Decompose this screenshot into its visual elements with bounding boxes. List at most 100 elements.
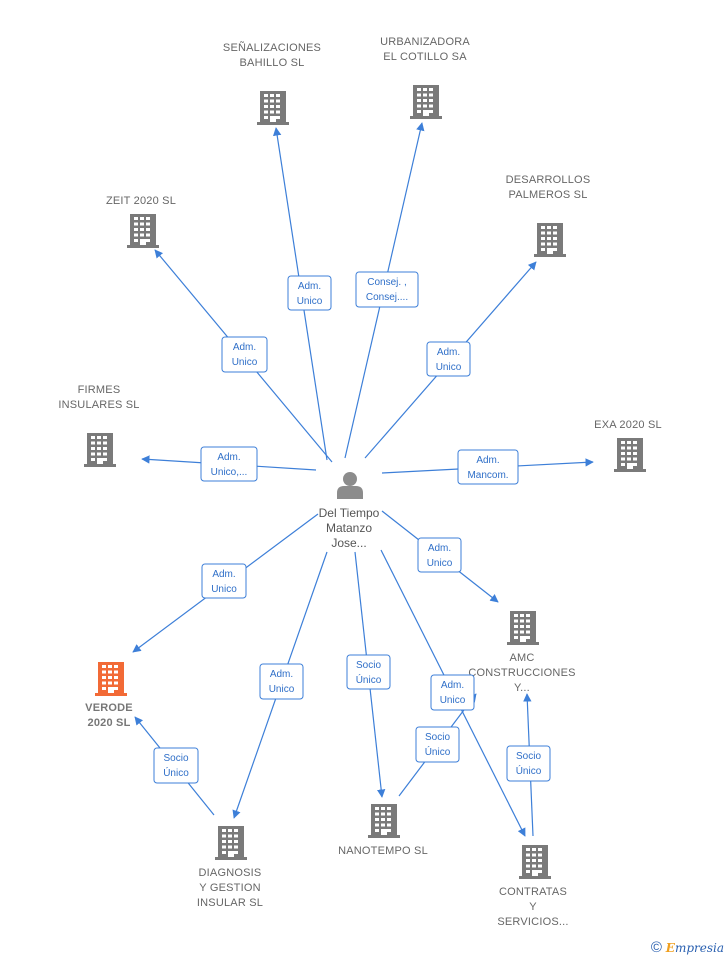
company-name-urbanizadora-line: URBANIZADORA <box>380 36 470 48</box>
role-badge-text: Unico <box>297 296 323 307</box>
company-node-nanotempo[interactable]: NANOTEMPO SL <box>338 804 428 857</box>
company-name-senalizaciones-line: BAHILLO SL <box>240 57 305 69</box>
building-icon <box>127 214 159 248</box>
building-icon <box>95 662 127 696</box>
role-badge-text: Adm. <box>212 569 235 580</box>
role-badge-text: Adm. <box>217 452 240 463</box>
company-name-senalizaciones: SEÑALIZACIONES BAHILLO SL <box>223 41 321 69</box>
role-badge-text: Adm. <box>441 680 464 691</box>
copyright-icon: © <box>650 939 662 956</box>
role-badge-senalizaciones[interactable]: Adm. Unico <box>287 275 332 311</box>
person-icon <box>337 472 363 499</box>
role-badge-urbanizadora[interactable]: Consej. ,Consej.... <box>355 271 419 308</box>
building-icon <box>507 611 539 645</box>
role-badge-text: Único <box>425 745 451 758</box>
building-icon <box>519 845 551 879</box>
company-node-zeit[interactable]: ZEIT 2020 SL <box>106 195 176 248</box>
company-name-firmes-line: FIRMES <box>78 384 121 396</box>
company-name-exa-line: EXA 2020 SL <box>594 419 662 431</box>
role-badge-text: Adm. <box>476 455 499 466</box>
person-name-line: Del Tiempo <box>319 506 380 520</box>
company-name-nanotempo: NANOTEMPO SL <box>338 845 428 857</box>
person-name-line: Matanzo <box>326 521 372 535</box>
role-badge-text: Socio <box>356 660 381 671</box>
role-badge-desarrollos[interactable]: Adm. Unico <box>426 341 471 377</box>
company-name-amc: AMC CONSTRUCCIONES Y... <box>468 652 575 694</box>
company-name-firmes-line: INSULARES SL <box>58 399 139 411</box>
company-node-firmes[interactable]: FIRMES INSULARES SL <box>58 384 139 467</box>
company-node-diagnosis[interactable]: DIAGNOSIS Y GESTION INSULAR SL <box>197 826 263 909</box>
role-badge-exa[interactable]: Adm. Mancom. <box>457 449 519 485</box>
role-badge-text: Unico <box>211 584 237 595</box>
company-node-senalizaciones[interactable]: SEÑALIZACIONES BAHILLO SL <box>223 41 321 125</box>
building-icon <box>534 223 566 257</box>
role-badge-amc[interactable]: Adm. Unico <box>417 537 462 573</box>
role-badge-text: Único <box>356 673 382 686</box>
company-name-contratas-line: SERVICIOS... <box>497 916 568 928</box>
role-badge-verode[interactable]: Adm. Unico <box>201 563 247 599</box>
company-name-zeit-line: ZEIT 2020 SL <box>106 195 176 207</box>
company-name-amc-line: AMC <box>509 652 534 664</box>
role-badge-zeit[interactable]: Adm. Unico <box>221 336 268 373</box>
company-node-desarrollos[interactable]: DESARROLLOS PALMEROS SL <box>506 174 591 257</box>
company-name-diagnosis-line: INSULAR SL <box>197 897 263 909</box>
company-name-desarrollos-line: PALMEROS SL <box>508 189 587 201</box>
company-name-contratas-line: CONTRATAS <box>499 886 567 898</box>
role-badge-text: Único <box>516 764 542 777</box>
role-badge-text: Consej. , <box>367 277 406 288</box>
company-node-verode[interactable]: VERODE 2020 SL <box>85 662 133 729</box>
company-name-amc-line: Y... <box>514 682 530 694</box>
role-badge-text: Unico <box>436 362 462 373</box>
role-badge-text: Socio <box>516 751 541 762</box>
role-badge-firmes[interactable]: Adm. Unico,... <box>200 446 258 482</box>
company-name-zeit: ZEIT 2020 SL <box>106 195 176 207</box>
brand-rest: mpresia <box>674 941 724 955</box>
company-name-verode-line: VERODE <box>85 702 133 714</box>
role-badge-text: Adm. <box>270 669 293 680</box>
company-name-contratas: CONTRATAS Y SERVICIOS... <box>497 886 568 928</box>
role-badge-text: Único <box>163 766 189 779</box>
role-badge-text: Adm. <box>233 342 256 353</box>
building-icon <box>215 826 247 860</box>
company-node-amc[interactable]: AMC CONSTRUCCIONES Y... <box>468 611 575 694</box>
company-name-amc-line: CONSTRUCCIONES <box>468 667 575 679</box>
company-name-verode-line: 2020 SL <box>88 717 131 729</box>
company-node-exa[interactable]: EXA 2020 SL <box>594 419 662 472</box>
role-badge-text: Unico <box>427 558 453 569</box>
company-name-diagnosis-line: Y GESTION <box>199 882 261 894</box>
company-name-desarrollos-line: DESARROLLOS <box>506 174 591 186</box>
role-badge-text: Unico <box>269 684 295 695</box>
role-badge-text: Mancom. <box>467 470 508 481</box>
brand-initial: E <box>665 941 675 955</box>
company-name-diagnosis-line: DIAGNOSIS <box>199 867 262 879</box>
empresia-watermark[interactable]: © Empresia <box>651 939 724 956</box>
role-badge-contratas[interactable]: Adm. Unico <box>430 674 475 711</box>
company-name-contratas-line: Y <box>529 901 537 913</box>
role-badge-text: Socio <box>163 753 188 764</box>
company-name-desarrollos: DESARROLLOS PALMEROS SL <box>506 174 591 201</box>
role-badge-text: Unico,... <box>211 467 248 478</box>
role-badge-text: Adm. <box>428 543 451 554</box>
person-name: Del TiempoMatanzoJose... <box>319 506 380 550</box>
role-badge-text: Unico <box>232 357 258 368</box>
role-badge-text: Adm. <box>298 281 321 292</box>
role-badge-text: Adm. <box>437 347 460 358</box>
role-badge-diagnosis[interactable]: Adm. Unico <box>259 663 304 700</box>
company-name-verode: VERODE 2020 SL <box>85 702 133 729</box>
company-name-firmes: FIRMES INSULARES SL <box>58 384 139 411</box>
company-name-exa: EXA 2020 SL <box>594 419 662 431</box>
company-name-senalizaciones-line: SEÑALIZACIONES <box>223 41 321 54</box>
role-badge-text: Unico <box>440 695 466 706</box>
company-name-diagnosis: DIAGNOSIS Y GESTION INSULAR SL <box>197 867 263 909</box>
building-icon <box>368 804 400 838</box>
company-node-contratas[interactable]: CONTRATAS Y SERVICIOS... <box>497 845 568 928</box>
building-icon <box>410 85 442 119</box>
